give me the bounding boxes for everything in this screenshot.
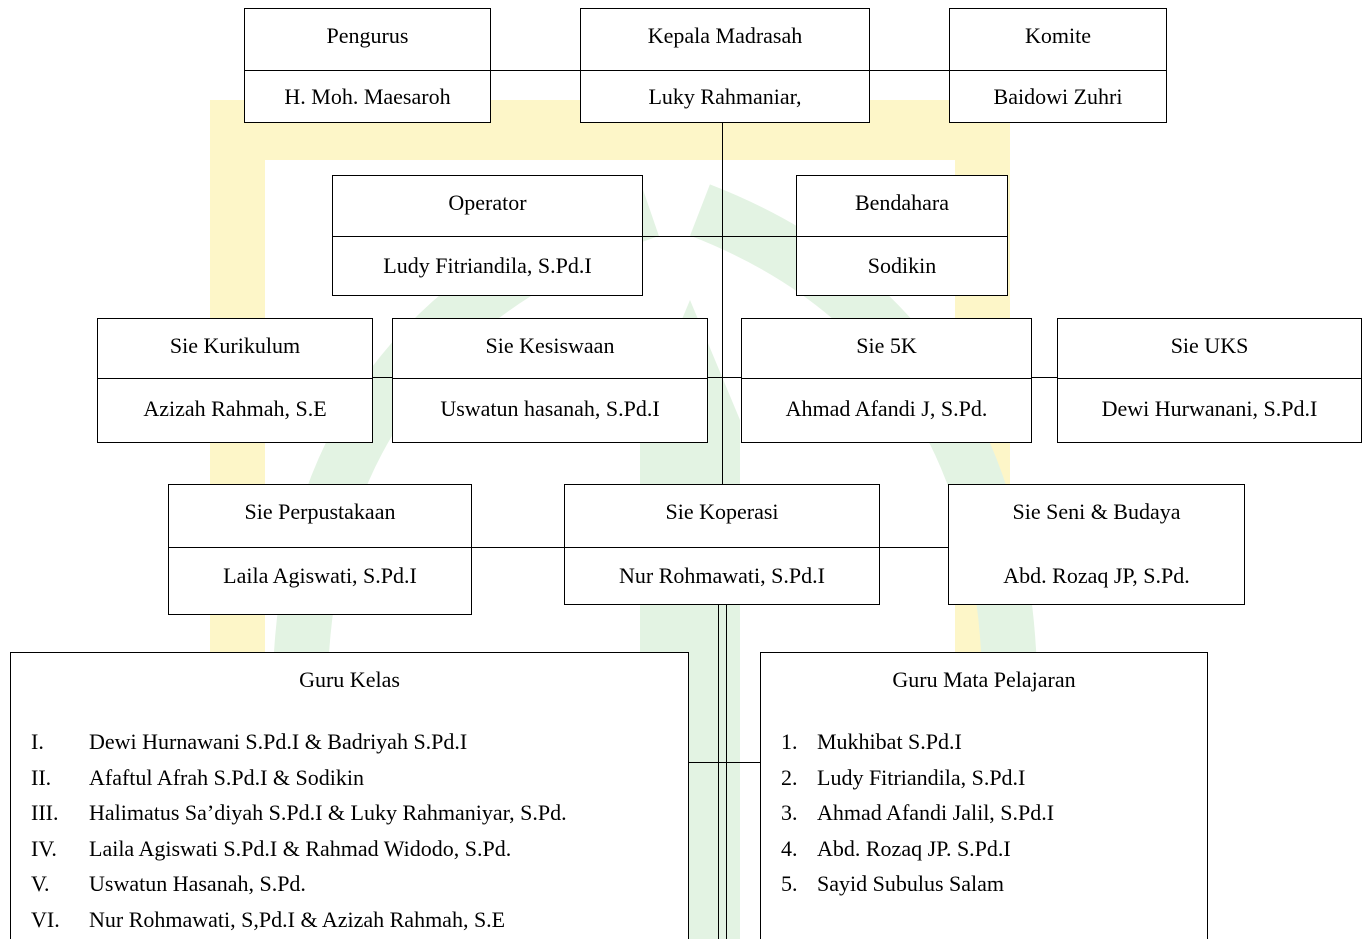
box-title: Sie Kesiswaan xyxy=(485,333,615,358)
connector-second-row xyxy=(332,236,1008,237)
connector-lower-right xyxy=(726,605,727,939)
box-name: Sodikin xyxy=(867,253,937,278)
box-divider xyxy=(581,70,869,71)
list-number: IV. xyxy=(31,835,57,861)
box-divider xyxy=(1058,378,1361,379)
box-sie-perpustakaan: Sie Perpustakaan Laila Agiswati, S.Pd.I xyxy=(168,484,472,615)
box-title: Sie Koperasi xyxy=(665,499,779,524)
box-divider xyxy=(393,378,707,379)
guru-mapel-title: Guru Mata Pelajaran xyxy=(892,667,1076,692)
box-guru-mata-pelajaran: Guru Mata Pelajaran 1. Mukhibat S.Pd.I 2… xyxy=(760,652,1208,939)
box-title: Sie Kurikulum xyxy=(169,333,301,358)
connector-lower-left xyxy=(718,605,719,939)
list-number: I. xyxy=(31,729,44,754)
list-text: Afaftul Afrah S.Pd.I & Sodikin xyxy=(89,764,364,790)
list-number: VI. xyxy=(31,906,60,932)
box-divider xyxy=(742,378,1031,379)
box-name: Ludy Fitriandila, S.Pd.I xyxy=(383,253,592,278)
list-number: II. xyxy=(31,764,52,790)
box-kepala-madrasah: Kepala Madrasah Luky Rahmaniar, xyxy=(580,8,870,123)
list-number: 2. xyxy=(781,764,798,790)
list-number: 1. xyxy=(781,729,798,754)
box-divider xyxy=(245,70,490,71)
connector-third-row xyxy=(97,377,1362,378)
box-sie-uks: Sie UKS Dewi Hurwanani, S.Pd.I xyxy=(1057,318,1362,443)
box-name: Uswatun hasanah, S.Pd.I xyxy=(440,396,660,421)
box-title: Sie Perpustakaan xyxy=(244,499,396,524)
box-pengurus: Pengurus H. Moh. Maesaroh xyxy=(244,8,491,123)
list-number: III. xyxy=(31,800,59,825)
box-title: Bendahara xyxy=(854,190,950,215)
box-name: Laila Agiswati, S.Pd.I xyxy=(223,563,417,588)
box-name: Luky Rahmaniar, xyxy=(648,84,802,109)
box-operator: Operator Ludy Fitriandila, S.Pd.I xyxy=(332,175,643,296)
list-text: Dewi Hurnawani S.Pd.I & Badriyah S.Pd.I xyxy=(89,729,468,754)
list-text: Laila Agiswati S.Pd.I & Rahmad Widodo, S… xyxy=(89,835,512,861)
box-title: Kepala Madrasah xyxy=(647,23,803,48)
box-title: Sie UKS xyxy=(1170,333,1249,358)
list-number: V. xyxy=(31,871,50,896)
list-number: 3. xyxy=(781,800,798,825)
box-name: Azizah Rahmah, S.E xyxy=(143,396,327,421)
list-text: Sayid Subulus Salam xyxy=(817,871,1005,896)
box-sie-kesiswaan: Sie Kesiswaan Uswatun hasanah, S.Pd.I xyxy=(392,318,708,443)
box-divider xyxy=(950,70,1166,71)
box-sie-koperasi: Sie Koperasi Nur Rohmawati, S.Pd.I xyxy=(564,484,880,605)
connector-teachers xyxy=(688,762,760,763)
list-number: 4. xyxy=(781,835,798,861)
box-name: H. Moh. Maesaroh xyxy=(284,84,451,109)
list-text: Ludy Fitriandila, S.Pd.I xyxy=(817,764,1026,790)
list-text: Ahmad Afandi Jalil, S.Pd.I xyxy=(817,800,1055,825)
box-divider xyxy=(333,236,642,237)
guru-kelas-title: Guru Kelas xyxy=(299,667,400,692)
list-text: Halimatus Sa’diyah S.Pd.I & Luky Rahmani… xyxy=(89,800,567,825)
list-text: Abd. Rozaq JP. S.Pd.I xyxy=(817,835,1011,861)
box-name: Baidowi Zuhri xyxy=(993,84,1123,109)
list-text: Nur Rohmawati, S,Pd.I & Azizah Rahmah, S… xyxy=(89,906,506,932)
list-text: Mukhibat S.Pd.I xyxy=(817,729,962,754)
box-title: Sie Seni & Budaya xyxy=(1012,499,1181,524)
box-divider xyxy=(98,378,372,379)
box-name: Ahmad Afandi J, S.Pd. xyxy=(785,396,988,421)
box-divider xyxy=(169,547,471,548)
box-title: Komite xyxy=(1025,23,1091,48)
box-komite: Komite Baidowi Zuhri xyxy=(949,8,1167,123)
box-divider xyxy=(797,236,1007,237)
box-sie-kurikulum: Sie Kurikulum Azizah Rahmah, S.E xyxy=(97,318,373,443)
box-divider xyxy=(565,547,879,548)
box-name: Nur Rohmawati, S.Pd.I xyxy=(619,563,825,588)
box-sie-5k: Sie 5K Ahmad Afandi J, S.Pd. xyxy=(741,318,1032,443)
box-title: Operator xyxy=(448,190,527,215)
box-sie-seni-budaya: Sie Seni & Budaya Abd. Rozaq JP, S.Pd. xyxy=(948,484,1245,605)
box-name: Abd. Rozaq JP, S.Pd. xyxy=(1003,563,1190,588)
list-text: Uswatun Hasanah, S.Pd. xyxy=(89,871,306,896)
list-number: 5. xyxy=(781,871,798,896)
box-guru-kelas: Guru Kelas I. Dewi Hurnawani S.Pd.I & Ba… xyxy=(10,652,689,939)
box-name: Dewi Hurwanani, S.Pd.I xyxy=(1101,396,1318,421)
connector-main-trunk xyxy=(722,121,723,486)
box-title: Sie 5K xyxy=(856,333,917,358)
box-bendahara: Bendahara Sodikin xyxy=(796,175,1008,296)
box-title: Pengurus xyxy=(326,23,409,48)
